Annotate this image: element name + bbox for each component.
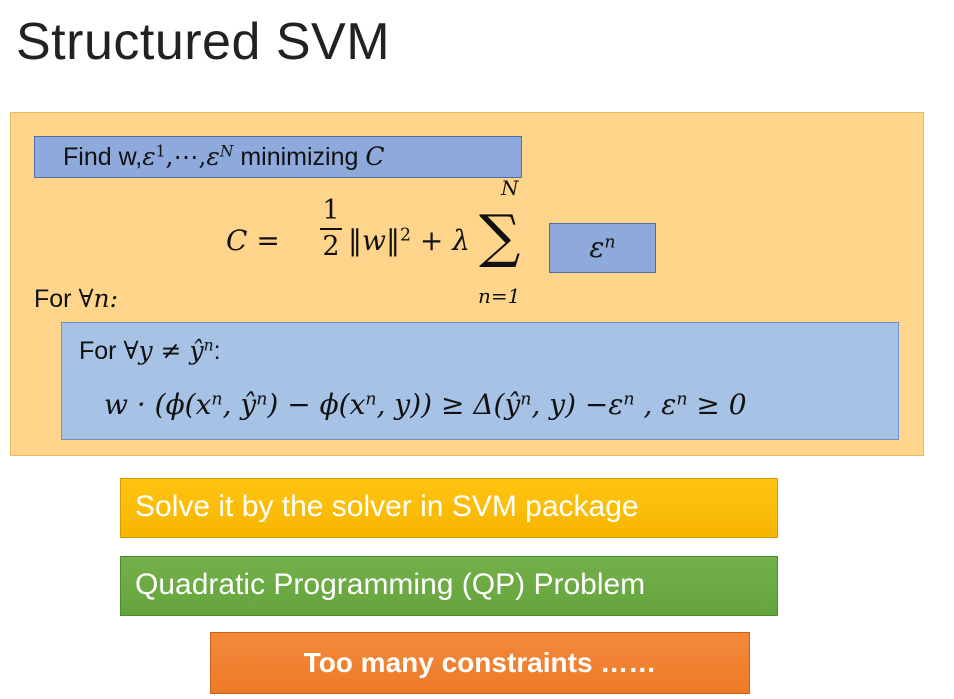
constraint-box [61, 322, 899, 440]
sum-lower-limit: n=1 [478, 284, 521, 308]
slide-title: Structured SVM [16, 13, 391, 71]
ellipsis: ,⋯, [165, 142, 207, 171]
epsilon-box: εn [549, 223, 656, 273]
for-all-n-label: For ∀n: [34, 284, 119, 313]
too-many-constraints-box: Too many constraints …… [210, 632, 750, 694]
cost-formula: C = 1 2 ‖w‖2 + λ N ∑ n=1 [226, 176, 686, 308]
find-suffix: minimizing [233, 143, 366, 171]
sum-upper-limit: N [501, 176, 519, 200]
find-box: Find w,ε1,⋯,εN minimizing C [34, 136, 522, 178]
solve-box: Solve it by the solver in SVM package [120, 478, 778, 538]
cost-var: C [365, 142, 385, 171]
qp-problem-box: Quadratic Programming (QP) Problem [120, 556, 778, 616]
for-all-y-label: For ∀y ≠ ŷn: [79, 336, 221, 365]
find-prefix: Find w, [63, 143, 143, 171]
epsilon-1: ε1 [142, 142, 166, 171]
formula-fraction: 1 2 [320, 196, 342, 262]
formula-lhs: C = [226, 224, 280, 257]
sum-symbol: ∑ [479, 202, 521, 270]
formula-norm: ‖w‖2 + λ [348, 224, 471, 257]
epsilon-n: εN [206, 142, 234, 171]
constraint-formula: w · (ϕ(xn, ŷn) − ϕ(xn, y)) ≥ Δ(ŷn, y) −ε… [104, 388, 747, 421]
